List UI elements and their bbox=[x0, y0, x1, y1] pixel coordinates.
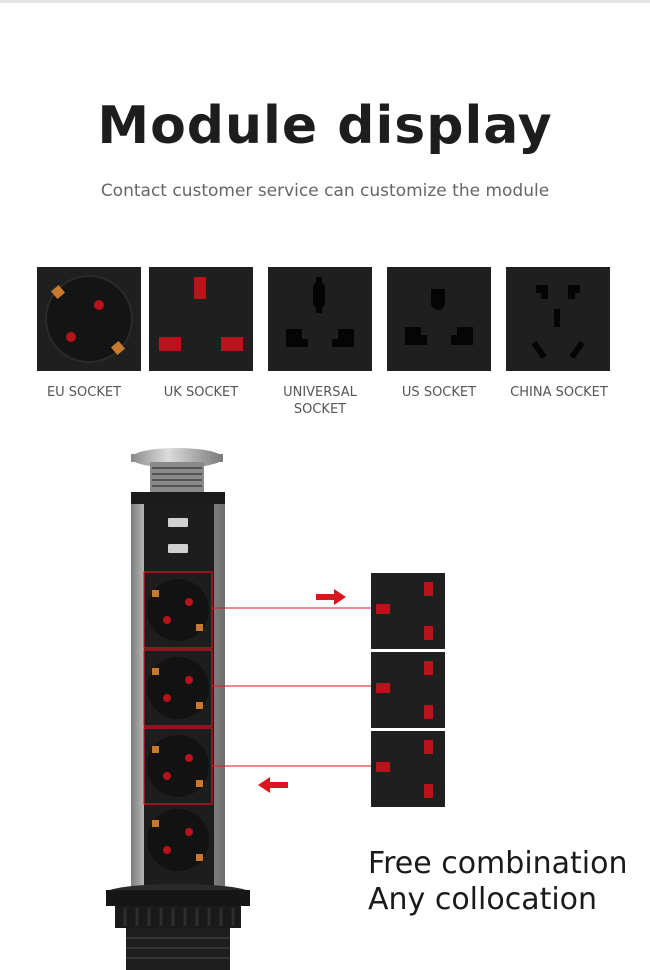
eu-socket-label: EU SOCKET bbox=[46, 385, 122, 400]
universal-socket-label: UNIVERSAL SOCKET bbox=[283, 385, 357, 417]
page-subtitle: Contact customer service can customize t… bbox=[100, 181, 550, 201]
tower-base bbox=[106, 884, 250, 970]
us-socket-icon bbox=[387, 267, 491, 371]
arrow-left-icon bbox=[258, 777, 288, 793]
tower-eu-sockets bbox=[143, 571, 213, 871]
tower-top-cap bbox=[131, 448, 223, 494]
arrow-right-icon bbox=[316, 589, 346, 605]
tagline-line-1: Free combination bbox=[368, 846, 628, 881]
china-socket-label: CHINA SOCKET bbox=[510, 385, 608, 400]
page-title: Module display bbox=[97, 96, 553, 156]
uk-socket-icon bbox=[149, 267, 253, 371]
power-tower-illustration bbox=[106, 448, 445, 970]
us-socket-label: US SOCKET bbox=[401, 385, 477, 400]
tagline-line-2: Any collocation bbox=[368, 882, 598, 917]
universal-socket-icon bbox=[268, 267, 372, 371]
usb-ports bbox=[168, 518, 188, 553]
connector-lines bbox=[212, 607, 372, 767]
top-divider bbox=[0, 0, 650, 3]
china-socket-icon bbox=[506, 267, 610, 371]
uk-socket-label: UK SOCKET bbox=[163, 385, 239, 400]
uk-module-panels bbox=[371, 573, 445, 807]
eu-socket-icon bbox=[37, 267, 141, 371]
